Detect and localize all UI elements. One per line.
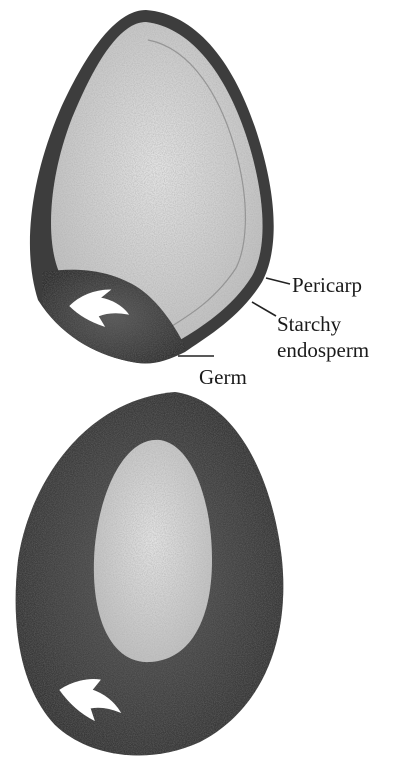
bottom-kernel: [16, 392, 284, 755]
germ-label: Germ: [199, 365, 247, 389]
pericarp-label: Pericarp: [292, 273, 362, 297]
pericarp-leader-line: [266, 278, 290, 284]
endosperm-label: endosperm: [277, 338, 369, 362]
starchy-endosperm-leader-line: [252, 302, 276, 316]
starchy-label: Starchy: [277, 312, 342, 336]
top-kernel: [30, 10, 274, 364]
